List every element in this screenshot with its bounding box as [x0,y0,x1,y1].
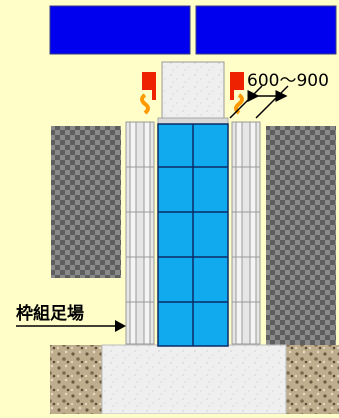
left-scaffold-frame [125,121,155,345]
cap-band [157,117,229,125]
right-scaffold-frame [231,121,261,345]
left-clamp-icon [140,72,156,115]
foundation-concrete [101,344,287,415]
left-neighbor-wall [51,126,121,278]
right-blue-block [195,5,337,55]
right-clamp-icon [230,72,244,115]
dimension-indicator [229,85,289,119]
ground-right [286,345,339,414]
scaffold-pointer-arrow [16,320,126,332]
ground-left [50,345,102,414]
dimension-label: 600～900 [247,71,329,91]
left-blue-block [49,5,191,55]
scaffold-label: 枠組足場 [16,303,84,324]
right-neighbor-wall [266,126,336,351]
column-cap [161,61,225,123]
glass-wall [157,123,229,347]
